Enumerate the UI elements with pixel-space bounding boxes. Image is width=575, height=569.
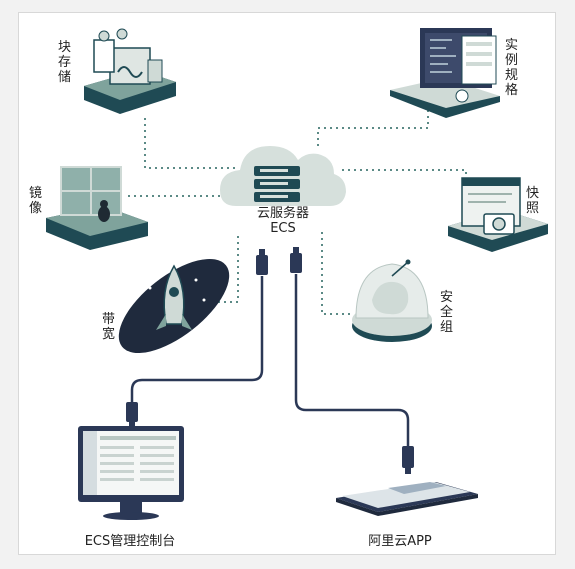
label-instance-types: 实例规格 (504, 38, 518, 98)
core-subtitle: ECS (270, 221, 296, 236)
client-cables (130, 274, 410, 446)
cable-plugs (126, 247, 414, 474)
label-bandwidth: 带宽 (101, 312, 115, 342)
snapshot-icon (448, 177, 548, 252)
core-name: 云服务器 (256, 206, 309, 221)
label-console: ECS管理控制台 (84, 534, 176, 549)
label-image: 镜像 (28, 186, 42, 216)
block-storage-icon (84, 28, 176, 114)
image-icon (46, 166, 148, 250)
plug-left-pin (259, 249, 265, 256)
connector-instance-types (317, 110, 429, 150)
dotted-connectors (128, 110, 467, 315)
plug-console-pin (129, 421, 135, 428)
label-security-group: 安全组 (439, 290, 453, 335)
console-monitor-icon (78, 426, 184, 520)
plug-app-pin (405, 467, 411, 474)
security-group-icon (352, 259, 432, 342)
instance-types-icon (390, 28, 500, 118)
plug-right-pin (293, 247, 299, 254)
app-phone-icon (336, 482, 478, 516)
plug-console (126, 402, 138, 422)
cable-console (130, 276, 264, 402)
cloud-server-icon (220, 146, 346, 206)
cable-app (294, 274, 410, 446)
plug-left (256, 255, 268, 275)
core-label: 云服务器 ECS (238, 206, 328, 236)
plug-app (402, 446, 414, 468)
label-block-storage: 块存储 (57, 40, 71, 85)
connector-block-storage (144, 118, 238, 169)
label-app: 阿里云APP (368, 534, 432, 549)
label-snapshot: 快照 (525, 186, 539, 216)
connector-bandwidth (218, 232, 239, 303)
connector-snapshot (342, 169, 467, 186)
bandwidth-icon (118, 258, 230, 354)
plug-right (290, 253, 302, 273)
connector-security-group (321, 232, 352, 315)
